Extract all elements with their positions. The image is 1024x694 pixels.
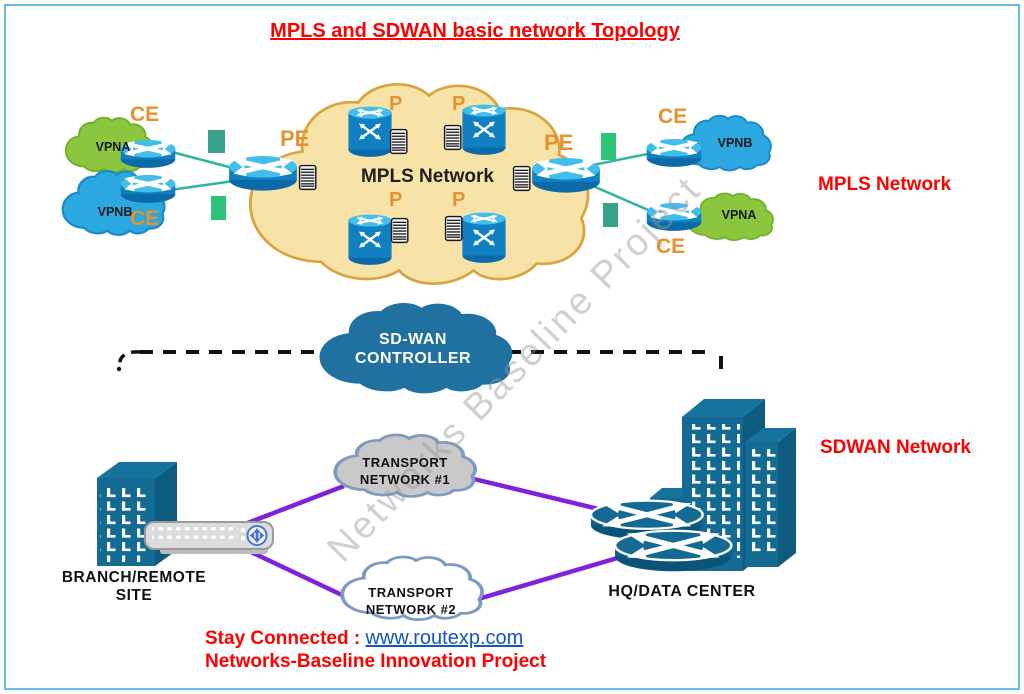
p-switch-1 [348, 107, 391, 157]
p-label-2: P [452, 93, 466, 115]
p-label-4: P [452, 189, 466, 211]
p-switch-3 [348, 215, 391, 265]
label-stack-icon [298, 164, 317, 191]
p-switch-2 [462, 105, 505, 155]
p-label-3: P [389, 189, 403, 211]
mpls-cloud-label: MPLS Network [360, 166, 495, 187]
footer-line1: Stay Connected : www.routexp.com [205, 627, 523, 650]
vpnb-label-left: VPNB [97, 205, 133, 219]
sdwan-section-label: SDWAN Network [820, 437, 971, 458]
pe-router-left [229, 155, 297, 191]
controller-line1: SD-WAN [379, 331, 447, 348]
mpls-section-label: MPLS Network [818, 174, 952, 195]
label-stack-icon [512, 165, 531, 192]
hq-datacenter-label: HQ/DATA CENTER [608, 583, 756, 600]
transport2-line2: NETWORK #2 [365, 602, 457, 617]
ce-label-right-bottom: CE [656, 235, 686, 258]
link-marker [208, 130, 225, 153]
pe-label-right: PE [544, 130, 574, 155]
ce-label-left-bottom: CE [130, 207, 160, 230]
label-stack-icon [444, 215, 463, 242]
cross-arrows-icon [246, 525, 268, 546]
label-stack-icon [390, 217, 409, 244]
label-stack-icon [389, 128, 408, 155]
stay-connected-text: Stay Connected : [205, 628, 361, 649]
transport2-label: TRANSPORT NETWORK #2 [335, 584, 487, 618]
ce-label-right-top: CE [658, 105, 688, 128]
link-marker [601, 133, 616, 160]
label-stack-icon [443, 124, 462, 151]
vpna-label-left: VPNA [95, 140, 131, 154]
branch-line2: SITE [115, 587, 153, 604]
transport2-line1: TRANSPORT [368, 585, 454, 600]
hq-router-2 [615, 528, 731, 571]
sdwan-controller-label: SD-WAN CONTROLLER [312, 330, 514, 368]
transport1-label: TRANSPORT NETWORK #1 [330, 454, 480, 488]
page-title: MPLS and SDWAN basic network Topology [270, 20, 680, 42]
p-switch-4 [462, 213, 505, 263]
pe-label-left: PE [280, 126, 310, 151]
ce-label-left-top: CE [130, 103, 160, 126]
transport1-line2: NETWORK #1 [359, 472, 451, 487]
branch-site-label: BRANCH/REMOTE SITE [38, 569, 230, 605]
branch-line1: BRANCH/REMOTE [61, 569, 207, 586]
link-marker [603, 203, 618, 227]
footer-line2: Networks-Baseline Innovation Project [205, 651, 547, 672]
vpnb-label-right: VPNB [717, 136, 753, 150]
p-label-1: P [389, 93, 403, 115]
pe-router-right [532, 157, 600, 193]
link-marker [211, 196, 226, 220]
ce-router-right-top [647, 138, 702, 167]
ce-router-left-bottom [121, 174, 176, 203]
transport1-line1: TRANSPORT [362, 455, 448, 470]
branch-switch [144, 521, 274, 554]
vpna-label-right: VPNA [721, 208, 757, 222]
controller-line2: CONTROLLER [354, 350, 472, 367]
routexp-link[interactable]: www.routexp.com [365, 627, 524, 649]
